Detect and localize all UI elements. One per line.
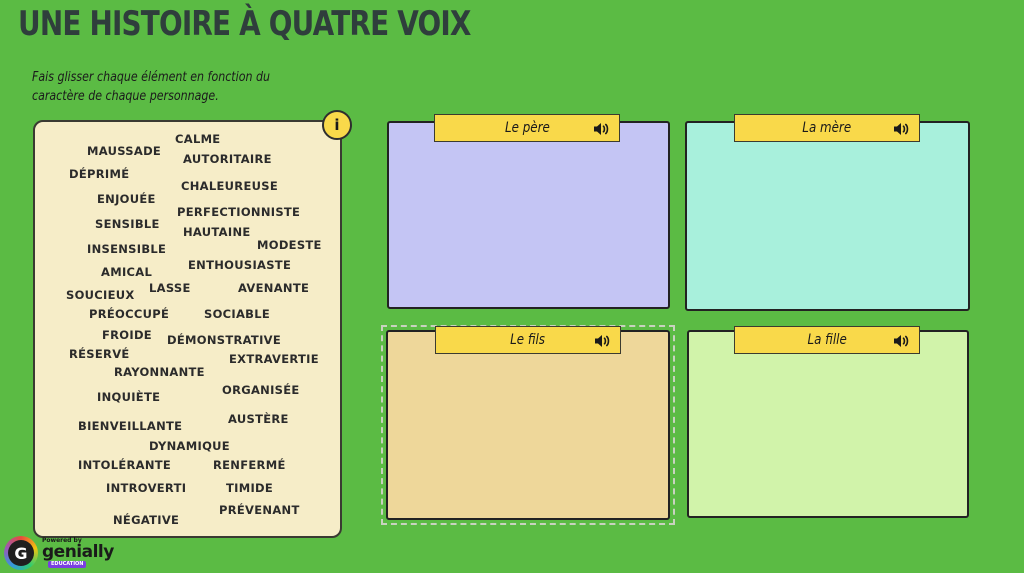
instruction-text: Fais glisser chaque élément en fonction … (32, 70, 270, 104)
draggable-word[interactable]: LASSE (149, 281, 191, 295)
draggable-word[interactable]: MODESTE (257, 238, 322, 252)
zone-label-le-p-re: Le père (434, 114, 620, 142)
draggable-word[interactable]: PRÉVENANT (219, 503, 300, 517)
drop-zone-le-fils[interactable] (386, 330, 670, 520)
draggable-word[interactable]: INTROVERTI (106, 481, 187, 495)
info-icon: i (334, 116, 340, 134)
draggable-word[interactable]: AUSTÈRE (228, 412, 289, 426)
draggable-word[interactable]: DÉMONSTRATIVE (167, 333, 282, 347)
speaker-icon[interactable] (893, 121, 909, 135)
draggable-word[interactable]: EXTRAVERTIE (229, 352, 319, 366)
draggable-word[interactable]: INQUIÈTE (97, 390, 161, 404)
zone-label-text: Le fils (510, 332, 546, 348)
draggable-word[interactable]: HAUTAINE (183, 225, 251, 239)
draggable-word[interactable]: AUTORITAIRE (183, 152, 272, 166)
draggable-word[interactable]: ENJOUÉE (97, 192, 156, 206)
zone-label-text: La fille (807, 332, 847, 348)
drop-zone-la-m-re[interactable] (685, 121, 970, 311)
draggable-word[interactable]: AVENANTE (238, 281, 310, 295)
education-badge: EDUCATION (48, 561, 87, 568)
brand-name: genially (42, 542, 114, 562)
draggable-word[interactable]: INTOLÉRANTE (78, 458, 172, 472)
word-bank: CALME MAUSSADE AUTORITAIRE DÉPRIMÉ CHALEUREU… (33, 120, 342, 538)
draggable-word[interactable]: SOCIABLE (204, 307, 271, 321)
speaker-icon[interactable] (593, 121, 609, 135)
drop-zone-la-fille[interactable] (687, 330, 969, 518)
zone-label-la-fille: La fille (734, 326, 920, 354)
info-button[interactable]: i (322, 110, 352, 140)
draggable-word[interactable]: TIMIDE (226, 481, 274, 495)
draggable-word[interactable]: DÉPRIMÉ (69, 167, 130, 181)
draggable-word[interactable]: CALME (175, 132, 221, 146)
draggable-word[interactable]: NÉGATIVE (113, 513, 180, 527)
drop-zone-le-p-re[interactable] (387, 121, 670, 309)
draggable-word[interactable]: PRÉOCCUPÉ (89, 307, 170, 321)
draggable-word[interactable]: RÉSERVÉ (69, 347, 130, 361)
draggable-word[interactable]: RENFERMÉ (213, 458, 286, 472)
draggable-word[interactable]: PERFECTIONNISTE (177, 205, 301, 219)
zone-label-le-fils: Le fils (435, 326, 621, 354)
draggable-word[interactable]: INSENSIBLE (87, 242, 167, 256)
draggable-word[interactable]: BIENVEILLANTE (78, 419, 183, 433)
zone-label-text: La mère (802, 120, 852, 136)
draggable-word[interactable]: FROIDE (102, 328, 152, 342)
draggable-word[interactable]: SOUCIEUX (66, 288, 135, 302)
page-title: UNE HISTOIRE À QUATRE VOIX (18, 4, 471, 44)
draggable-word[interactable]: MAUSSADE (87, 144, 162, 158)
zone-label-la-m-re: La mère (734, 114, 920, 142)
draggable-word[interactable]: CHALEUREUSE (181, 179, 278, 193)
powered-by-text: Powered by (42, 537, 82, 544)
draggable-word[interactable]: SENSIBLE (95, 217, 160, 231)
genially-branding[interactable]: G Powered by genially EDUCATION (4, 535, 114, 571)
speaker-icon[interactable] (594, 333, 610, 347)
genially-logo-icon: G (4, 536, 38, 570)
draggable-word[interactable]: AMICAL (101, 265, 153, 279)
draggable-word[interactable]: ORGANISÉE (222, 383, 300, 397)
draggable-word[interactable]: DYNAMIQUE (149, 439, 230, 453)
draggable-word[interactable]: RAYONNANTE (114, 365, 205, 379)
speaker-icon[interactable] (893, 333, 909, 347)
zone-label-text: Le père (504, 120, 550, 136)
draggable-word[interactable]: ENTHOUSIASTE (188, 258, 292, 272)
